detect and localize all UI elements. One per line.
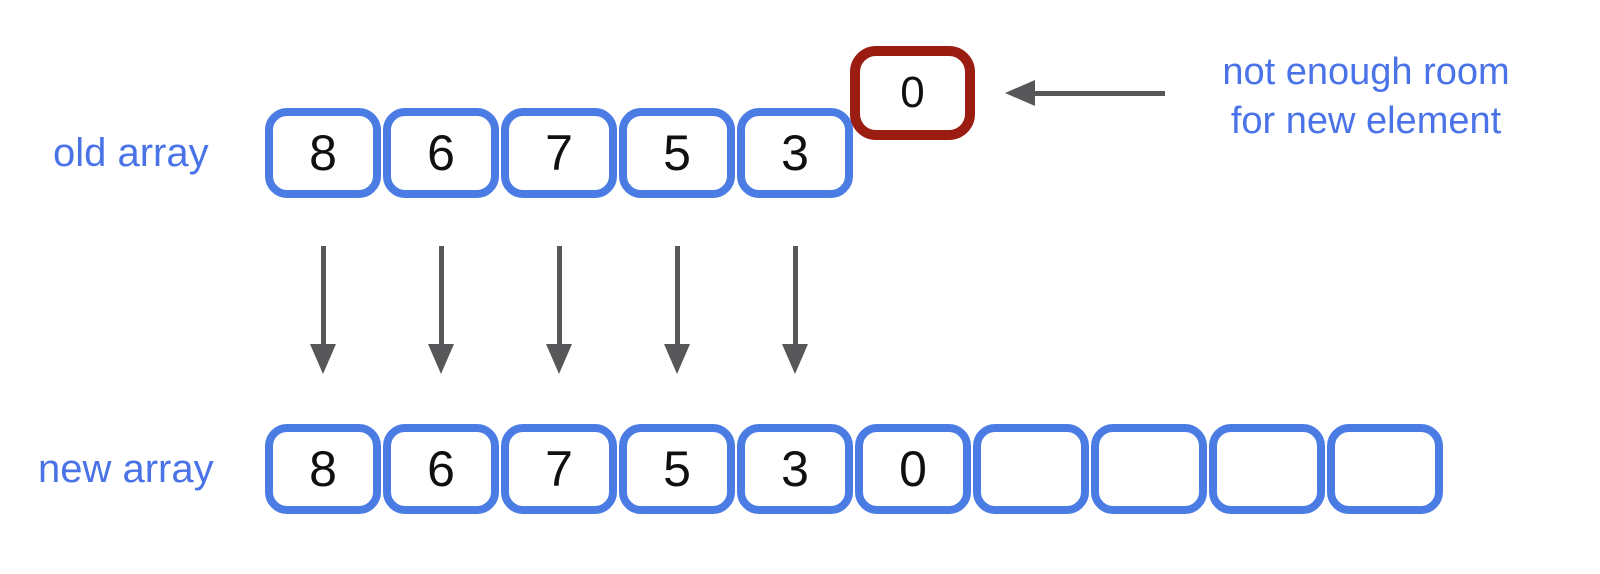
array-cell: 7 bbox=[501, 108, 617, 198]
copy-arrow-shaft bbox=[792, 246, 798, 346]
array-cell bbox=[1327, 424, 1443, 514]
copy-arrow-shaft bbox=[438, 246, 444, 346]
array-cell bbox=[973, 424, 1089, 514]
annotation-arrow-head bbox=[1005, 80, 1035, 106]
copy-arrow-icon bbox=[546, 246, 572, 374]
cell-value: 7 bbox=[545, 441, 573, 497]
cell-value: 0 bbox=[899, 441, 927, 497]
array-cell: 6 bbox=[383, 424, 499, 514]
array-cell: 5 bbox=[619, 424, 735, 514]
copy-arrow-shaft bbox=[674, 246, 680, 346]
new-array: 8 6 7 5 3 0 bbox=[265, 424, 1443, 514]
array-cell: 3 bbox=[737, 108, 853, 198]
copy-arrow-head bbox=[428, 344, 454, 374]
cell-value: 6 bbox=[427, 125, 455, 181]
array-cell: 7 bbox=[501, 424, 617, 514]
array-cell: 3 bbox=[737, 424, 853, 514]
copy-arrow-shaft bbox=[320, 246, 326, 346]
annotation-line-1: not enough room bbox=[1222, 51, 1510, 93]
copy-arrow-icon bbox=[664, 246, 690, 374]
cell-value: 5 bbox=[663, 441, 691, 497]
array-cell bbox=[1209, 424, 1325, 514]
copy-arrow-shaft bbox=[556, 246, 562, 346]
annotation-arrow-shaft bbox=[1031, 90, 1165, 96]
array-cell: 5 bbox=[619, 108, 735, 198]
copy-arrow-head bbox=[310, 344, 336, 374]
old-array: 8 6 7 5 3 bbox=[265, 108, 853, 198]
array-cell bbox=[1091, 424, 1207, 514]
annotation-arrow-icon bbox=[1005, 80, 1165, 106]
new-array-label: new array bbox=[38, 447, 214, 491]
overflow-cell-value: 0 bbox=[900, 68, 925, 117]
array-cell: 8 bbox=[265, 108, 381, 198]
annotation-text: not enough room for new element bbox=[1180, 48, 1552, 146]
cell-value: 6 bbox=[427, 441, 455, 497]
copy-arrow-head bbox=[782, 344, 808, 374]
old-array-label: old array bbox=[53, 131, 209, 175]
cell-value: 7 bbox=[545, 125, 573, 181]
copy-arrow-head bbox=[664, 344, 690, 374]
cell-value: 3 bbox=[781, 125, 809, 181]
cell-value: 3 bbox=[781, 441, 809, 497]
cell-value: 8 bbox=[309, 441, 337, 497]
array-cell: 6 bbox=[383, 108, 499, 198]
overflow-cell: 0 bbox=[850, 46, 975, 140]
copy-arrow-icon bbox=[310, 246, 336, 374]
copy-arrow-head bbox=[546, 344, 572, 374]
copy-arrow-icon bbox=[782, 246, 808, 374]
cell-value: 5 bbox=[663, 125, 691, 181]
copy-arrow-icon bbox=[428, 246, 454, 374]
annotation-line-2: for new element bbox=[1230, 100, 1502, 142]
cell-value: 8 bbox=[309, 125, 337, 181]
array-cell: 0 bbox=[855, 424, 971, 514]
array-cell: 8 bbox=[265, 424, 381, 514]
